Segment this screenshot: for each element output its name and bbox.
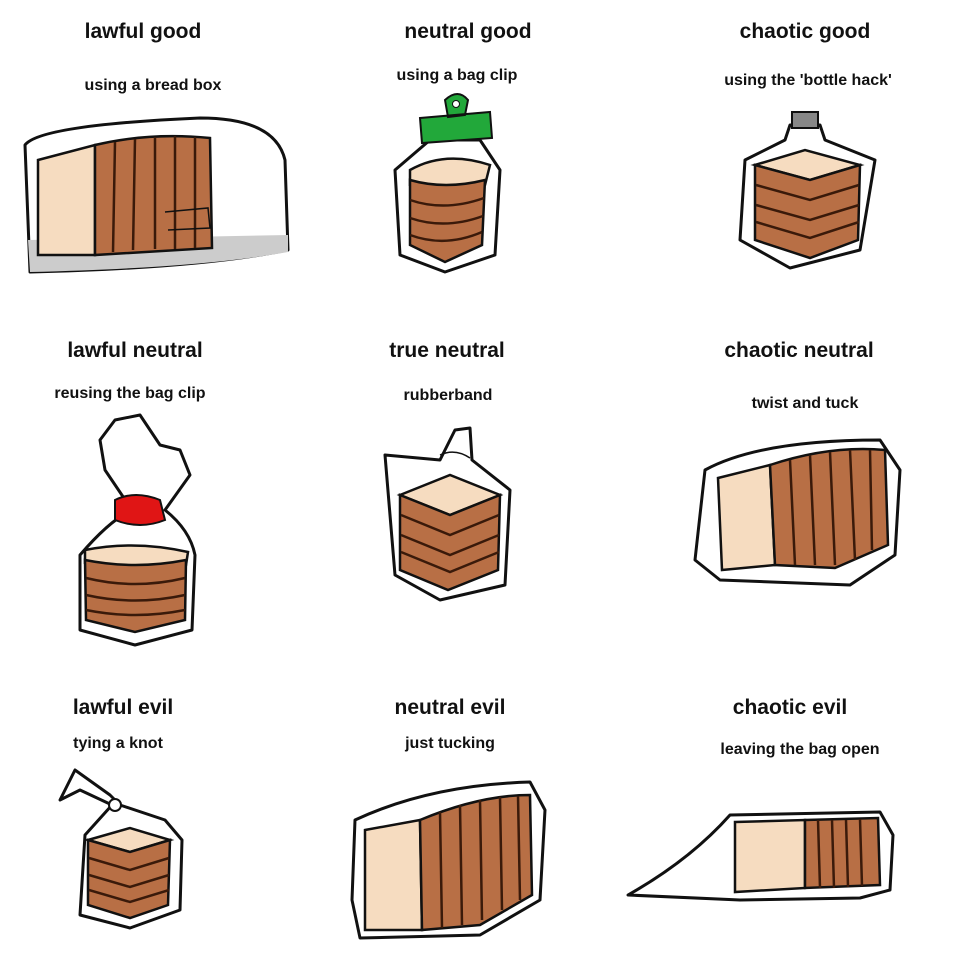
reused-clip-drawing [78, 413, 197, 647]
rubberband-drawing [383, 426, 512, 602]
cell-title: neutral evil [394, 696, 506, 719]
just-tucking-drawing [350, 780, 547, 940]
cell-title: lawful evil [72, 696, 174, 719]
cell-title: true neutral [389, 339, 505, 362]
cell-caption: tying a knot [73, 735, 163, 752]
cell-title: chaotic good [739, 20, 871, 43]
twist-and-tuck-drawing [693, 438, 902, 587]
cell-caption: using a bag clip [396, 67, 518, 84]
cell-caption: just tucking [405, 735, 495, 752]
cell-caption: using a bread box [84, 77, 222, 94]
cell-title: lawful good [84, 20, 202, 43]
bottle-hack-drawing [738, 111, 877, 270]
cell-title: chaotic neutral [724, 339, 874, 362]
cell-caption: twist and tuck [751, 395, 859, 412]
knot-drawing [58, 768, 184, 930]
cell-caption: leaving the bag open [720, 741, 880, 758]
cell-title: neutral good [404, 20, 532, 43]
open-bag-drawing [626, 810, 895, 902]
cell-title: lawful neutral [67, 339, 203, 362]
bag-clip-drawing [393, 93, 502, 274]
cell-caption: rubberband [403, 387, 493, 404]
cell-caption: using the 'bottle hack' [724, 72, 892, 89]
bread-box-drawing [23, 116, 290, 274]
cell-caption: reusing the bag clip [54, 385, 206, 402]
cell-title: chaotic evil [732, 696, 848, 719]
